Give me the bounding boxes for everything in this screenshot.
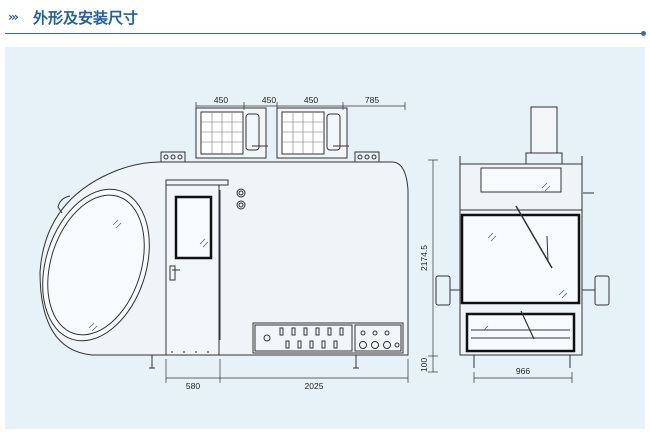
top-dim-3: 450 [304, 95, 318, 105]
oval-porthole [42, 188, 150, 342]
roof-fan-left [195, 107, 268, 159]
height-dimension-line [428, 159, 438, 373]
roof-mount-left [160, 151, 186, 163]
section-header: ››› 外形及安装尺寸 [0, 0, 650, 40]
control-knobs [359, 330, 400, 349]
indicator-lower [236, 200, 246, 210]
roof-mount-right [354, 151, 380, 163]
roof-fan-right [276, 107, 349, 159]
control-switches [279, 327, 344, 349]
body-left-bump [57, 195, 71, 214]
bottom-dimension-line [165, 359, 409, 383]
side-lower-window [465, 312, 576, 353]
side-top-window [480, 167, 562, 193]
bottom-dim-2: 2025 [305, 381, 324, 391]
side-feet [473, 355, 571, 368]
top-dim-2: 450 [262, 95, 276, 105]
indicator-upper [236, 188, 246, 198]
height-dim-base: 100 [419, 358, 429, 372]
control-panel [252, 322, 404, 354]
side-width-dim: 966 [516, 366, 530, 376]
side-width-dimension-line [473, 372, 573, 383]
divider-end-dot [641, 31, 646, 36]
side-bracket-right [582, 275, 610, 306]
side-main-window [460, 213, 581, 305]
top-dim-1: 450 [214, 95, 228, 105]
section-title: 外形及安装尺寸 [33, 9, 139, 27]
door-window [174, 195, 213, 260]
bottom-dim-1: 580 [186, 381, 200, 391]
chevron-icon: ››› [8, 10, 19, 24]
side-chimney [530, 106, 558, 154]
glass-glints [88, 182, 568, 332]
height-dim-main: 2174.5 [419, 245, 429, 271]
top-dim-4: 785 [365, 95, 379, 105]
wiper-arm [515, 205, 553, 269]
top-dimension-line [195, 102, 406, 110]
front-feet [149, 355, 359, 369]
door-bottom-rivets [171, 351, 209, 353]
header-divider [5, 33, 643, 34]
side-bracket-left [435, 275, 462, 306]
